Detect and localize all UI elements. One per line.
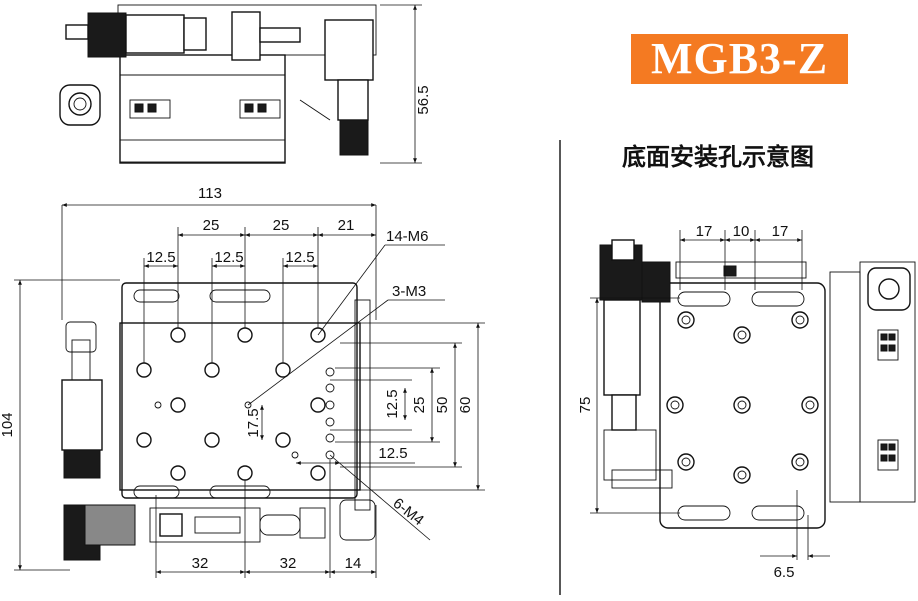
hole-offset-1: 12.5 (146, 249, 175, 266)
bottom-inner-dim: 12.5 (378, 445, 407, 462)
hole-offset-2: 12.5 (214, 249, 243, 266)
bottom-top-dim-2: 10 (733, 223, 750, 240)
top-height-dim: 56.5 (415, 85, 432, 114)
bottom-offset-dim: 6.5 (774, 564, 795, 581)
main-view: 113 25 25 21 12.5 12.5 12.5 104 (0, 185, 485, 578)
model-label: MGB3-Z (631, 34, 848, 84)
callout-m3: 3-M3 (392, 283, 426, 300)
stage-table (119, 322, 361, 491)
bottom-height-dim: 75 (577, 397, 594, 414)
bottom-top-dim-1: 17 (696, 223, 713, 240)
right-dim-60: 60 (457, 397, 474, 414)
micrometer-knob (87, 12, 127, 58)
right-dim-12-5: 12.5 (384, 389, 401, 418)
overall-height-dim: 104 (0, 412, 16, 437)
right-dim-50: 50 (434, 397, 451, 414)
bottom-spacing-3: 14 (345, 555, 362, 572)
hole-offset-3: 12.5 (285, 249, 314, 266)
side-small-dim: 17.5 (245, 408, 262, 437)
bottom-top-dim-3: 17 (772, 223, 789, 240)
top-spacing-2: 25 (273, 217, 290, 234)
callout-m6: 14-M6 (386, 228, 429, 245)
top-spacing-1: 25 (203, 217, 220, 234)
top-view: 56.5 (59, 4, 432, 164)
overall-width-dim: 113 (198, 185, 222, 202)
bottom-spacing-1: 32 (192, 555, 209, 572)
bottom-mount-holes (666, 311, 819, 484)
bottom-view: 17 10 17 75 6.5 (577, 223, 916, 581)
bottom-view-caption: 底面安装孔示意图 (622, 143, 814, 171)
callout-m4: 6-M4 (390, 495, 427, 529)
bottom-spacing-2: 32 (280, 555, 297, 572)
top-spacing-3: 21 (338, 217, 355, 234)
bottom-plate (659, 282, 826, 529)
base-plate (121, 282, 358, 499)
right-dim-25: 25 (411, 397, 428, 414)
